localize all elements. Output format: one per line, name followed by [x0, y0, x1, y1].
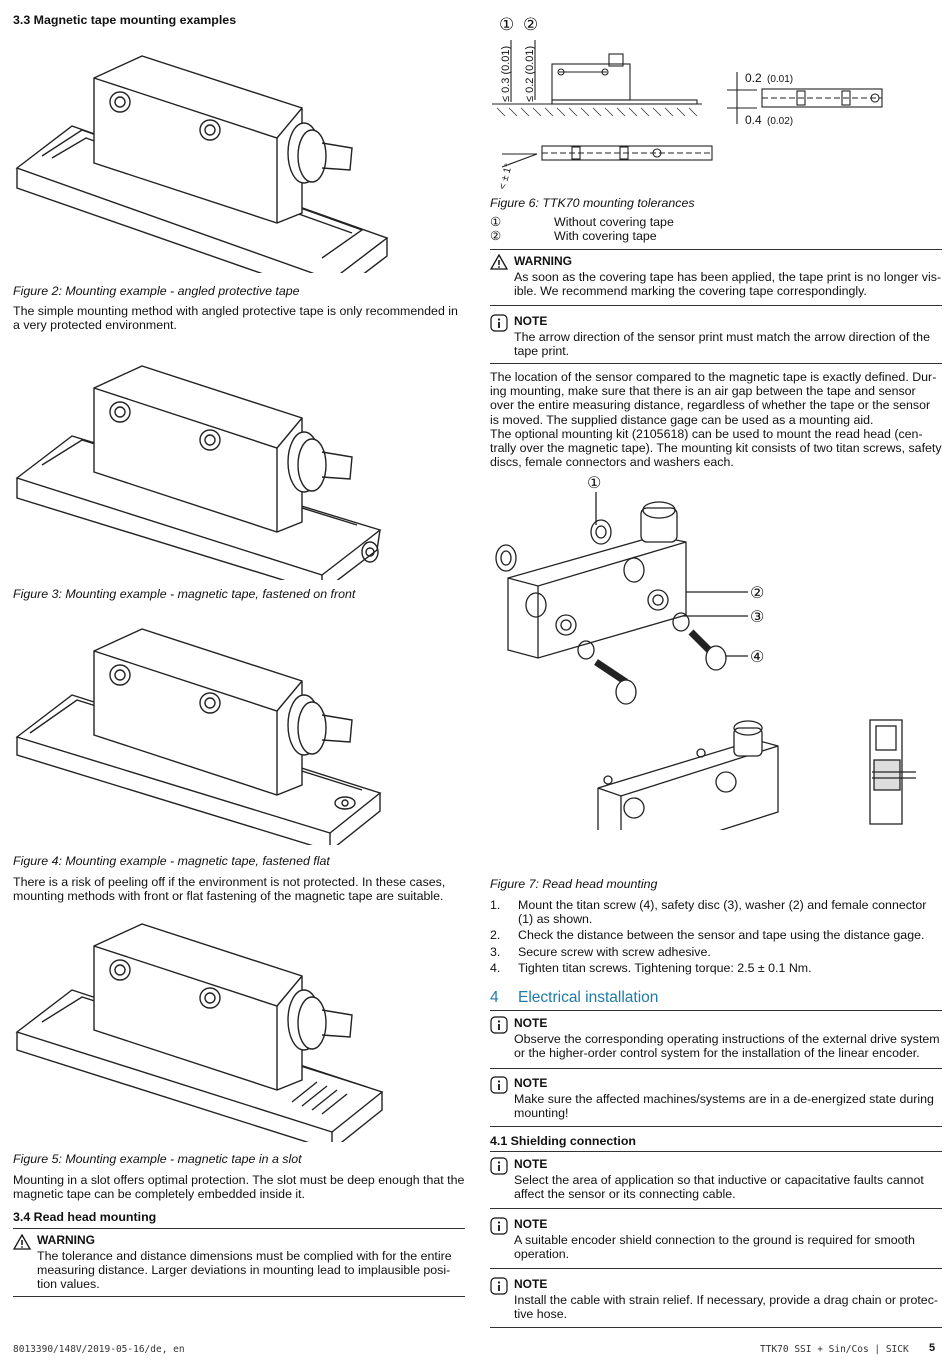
divider	[490, 1010, 942, 1011]
info-icon	[490, 1157, 508, 1175]
divider	[490, 1126, 942, 1127]
divider	[490, 1151, 942, 1152]
fig7-callout-3: ③	[750, 609, 764, 626]
figure-2-text: The simple mounting method with angled p…	[13, 304, 458, 333]
info-icon	[490, 314, 508, 332]
figure-4-caption: Figure 4: Mounting example - magnetic ta…	[13, 854, 330, 868]
paragraph-mounting-kit: The optional mounting kit (2105618) can …	[490, 427, 942, 470]
fig6-dim-d-paren: (0.02)	[767, 116, 793, 127]
fig6-dim-d: 0.4	[745, 113, 762, 127]
legend-row: ② With covering tape	[490, 229, 657, 244]
note-title: NOTE	[514, 1016, 548, 1030]
figure-2-illustration	[15, 55, 389, 273]
note-title: NOTE	[514, 1076, 548, 1090]
legend-row: ① Without covering tape	[490, 215, 674, 230]
section-3-4-heading: 3.4 Read head mounting	[13, 1210, 157, 1224]
fig6-circle-1: ①	[499, 15, 514, 34]
list-item: 1.Mount the titan screw (4), safety disc…	[490, 898, 927, 927]
figure-6-illustration: ① ② ≤ 0.3 (0.01) ≤ 0.2 (0.01) 0.2 (0.01)…	[492, 15, 883, 191]
figure-4-text: There is a risk of peeling off if the en…	[13, 875, 446, 904]
divider	[490, 249, 942, 250]
divider	[13, 1228, 465, 1229]
fig7-callout-2: ②	[750, 585, 764, 602]
legend-text: With covering tape	[554, 229, 657, 243]
warning-icon	[490, 254, 508, 270]
fig6-circle-2: ②	[523, 15, 538, 34]
list-item: 3.Secure screw with screw adhesive.	[490, 944, 711, 959]
note-title: NOTE	[514, 1217, 548, 1231]
figure-3-caption: Figure 3: Mounting example - magnetic ta…	[13, 587, 356, 601]
divider	[490, 1268, 942, 1269]
legend-text: Without covering tape	[554, 215, 674, 229]
divider	[490, 305, 942, 306]
fig6-angle: < ± 1°	[497, 162, 514, 190]
paragraph-sensor-location: The location of the sensor compared to t…	[490, 370, 937, 427]
figure-5-illustration	[15, 923, 384, 1142]
info-icon	[490, 1217, 508, 1235]
fig6-dim-b: ≤ 0.2 (0.01)	[524, 46, 536, 102]
list-item: 4.Tighten titan screws. Tightening torqu…	[490, 960, 812, 975]
warning-text: The tolerance and distance dimensions mu…	[37, 1249, 452, 1292]
warning-text: As soon as the covering tape has been ap…	[514, 270, 942, 299]
footer-product: TTK70 SSI + Sin/Cos | SICK	[760, 1344, 909, 1355]
info-icon	[490, 1016, 508, 1034]
mounting-steps-list: 1.Mount the titan screw (4), safety disc…	[490, 898, 942, 977]
legend-key: ①	[490, 215, 502, 229]
divider	[490, 1327, 942, 1328]
fig6-dim-c: 0.2	[745, 71, 762, 85]
note-text: Install the cable with strain relief. If…	[514, 1293, 939, 1322]
figure-4-illustration	[15, 628, 382, 845]
info-icon	[490, 1277, 508, 1295]
page-number: 5	[929, 1342, 936, 1354]
note-title: NOTE	[514, 1277, 548, 1291]
figure-3-illustration	[15, 365, 382, 580]
section-3-3-heading: 3.3 Magnetic tape mounting examples	[13, 13, 237, 27]
note-title: NOTE	[514, 314, 548, 328]
note-text: A suitable encoder shield connection to …	[514, 1233, 915, 1262]
figure-5-caption: Figure 5: Mounting example - magnetic ta…	[13, 1152, 302, 1166]
figure-2-caption: Figure 2: Mounting example - angled prot…	[13, 284, 300, 298]
note-title: NOTE	[514, 1157, 548, 1171]
footer-doc-id: 8013390/148V/2019-05-16/de, en	[13, 1344, 185, 1355]
section-4-1-heading: 4.1 Shielding connection	[490, 1134, 636, 1148]
figure-6-caption: Figure 6: TTK70 mounting tolerances	[490, 196, 695, 210]
figure-7-illustration: ① ② ③ ④	[495, 475, 916, 830]
divider	[490, 1068, 942, 1069]
legend-key: ②	[490, 229, 502, 243]
warning-icon	[13, 1234, 31, 1250]
figure-5-text: Mounting in a slot offers optimal protec…	[13, 1173, 465, 1202]
divider	[490, 1208, 942, 1209]
divider	[490, 363, 942, 364]
fig7-callout-1: ①	[587, 475, 601, 492]
note-text: Observe the corresponding operating inst…	[514, 1032, 940, 1061]
list-item: 2.Check the distance between the sensor …	[490, 928, 925, 943]
warning-title: WARNING	[37, 1233, 95, 1247]
fig6-dim-c-paren: (0.01)	[767, 74, 793, 85]
info-icon	[490, 1076, 508, 1094]
note-text: Make sure the affected machines/systems …	[514, 1092, 934, 1121]
fig6-dim-a: ≤ 0.3 (0.01)	[500, 46, 512, 102]
figure-7-caption: Figure 7: Read head mounting	[490, 877, 658, 891]
fig7-callout-4: ④	[750, 649, 764, 666]
divider	[13, 1296, 465, 1297]
note-text: Select the area of application so that i…	[514, 1173, 924, 1202]
note-text: The arrow direction of the sensor print …	[514, 330, 930, 359]
warning-title: WARNING	[514, 254, 572, 268]
